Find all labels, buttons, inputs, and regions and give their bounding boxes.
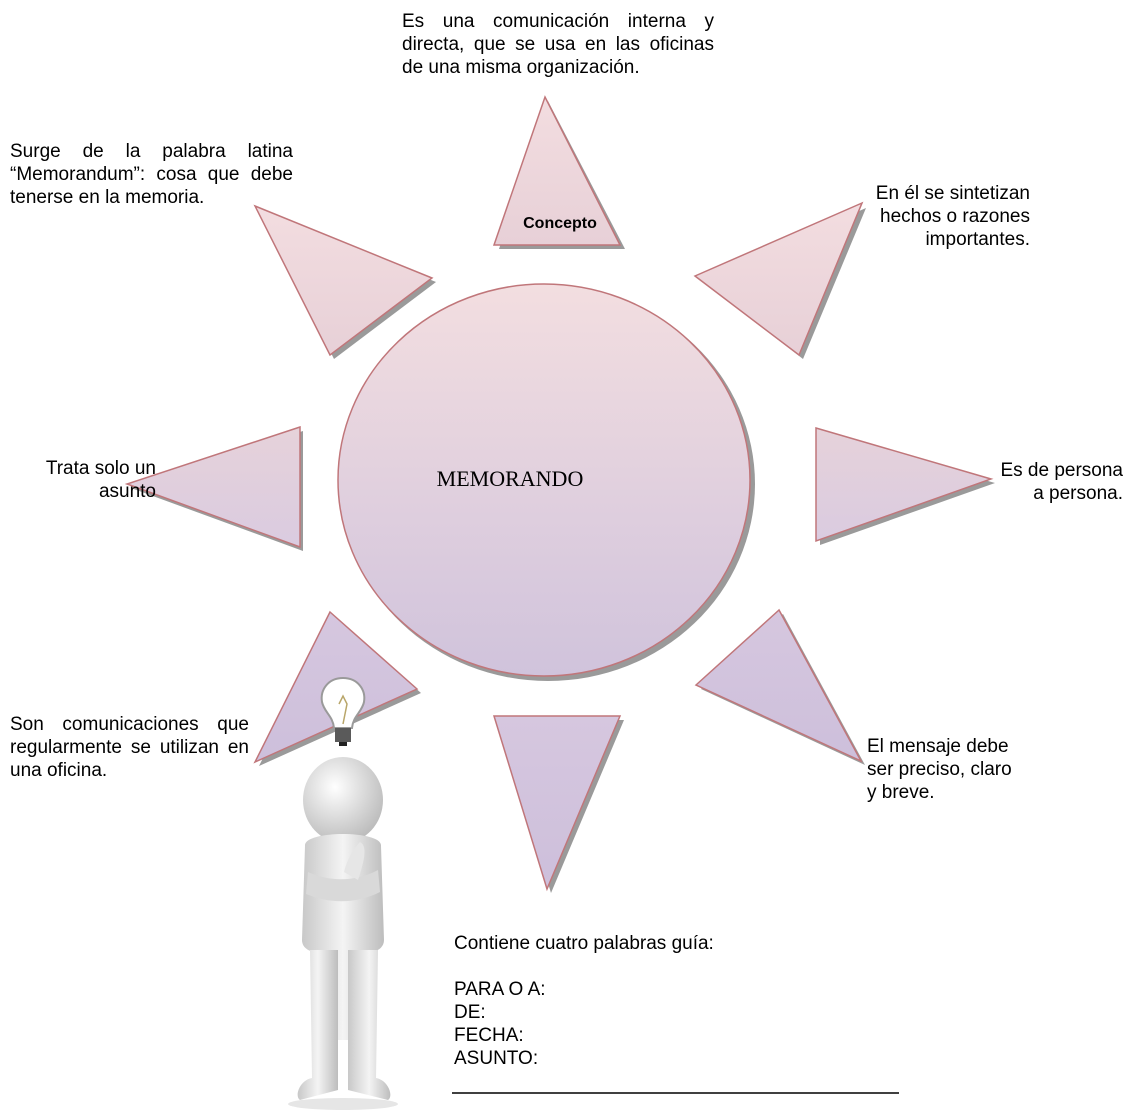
note-left: Trata solo un asunto	[0, 457, 156, 503]
thinking-person-with-lightbulb-icon	[288, 676, 398, 1110]
guide-item: ASUNTO:	[454, 1048, 539, 1069]
center-circle	[337, 283, 755, 681]
note-bottom-left: Son comunicaciones que regularmente se u…	[10, 714, 249, 781]
ray-bottom-right	[694, 608, 865, 765]
note-bottom-right: El mensaje debe ser preciso, claro y bre…	[867, 735, 1067, 804]
note-bottom-right-line: y breve.	[867, 782, 935, 803]
guide-item: DE:	[454, 1002, 486, 1023]
ray-bottom	[492, 715, 624, 893]
note-right-line: a persona.	[1033, 483, 1123, 504]
note-bottom-right-line: El mensaje debe	[867, 736, 1009, 757]
note-right-line: Es de persona	[1000, 460, 1123, 481]
note-top-left: Surge de la palabra latina “Memorandum”:…	[10, 141, 293, 208]
center-title: MEMORANDO	[436, 466, 584, 491]
ray-top-left	[253, 204, 436, 359]
note-top-right-line: En él se sintetizan	[875, 183, 1030, 204]
note-left-line: asunto	[98, 481, 156, 502]
guide-item: PARA O A:	[454, 979, 546, 1000]
note-top-right: En él se sintetizan hechos o razones imp…	[826, 182, 1030, 251]
guide-item: FECHA:	[454, 1025, 524, 1046]
ray-top	[492, 95, 625, 249]
note-top-right-line: hechos o razones	[880, 206, 1030, 227]
note-top: Es una comunicación interna y directa, q…	[402, 11, 714, 78]
note-left-line: Trata solo un	[45, 458, 156, 479]
note-top-right-line: importantes.	[925, 229, 1030, 250]
guide-heading: Contiene cuatro palabras guía:	[454, 933, 714, 954]
ray-left	[124, 425, 303, 551]
ray-right	[815, 427, 995, 545]
ray-top-right	[693, 201, 866, 359]
note-bottom-guide-words: Contiene cuatro palabras guía: PARA O A:…	[454, 932, 894, 1070]
note-right: Es de persona a persona.	[930, 459, 1123, 505]
guide-spacer	[454, 955, 894, 978]
concept-label: Concepto	[523, 215, 597, 232]
note-bottom-right-line: ser preciso, claro	[867, 759, 1012, 780]
